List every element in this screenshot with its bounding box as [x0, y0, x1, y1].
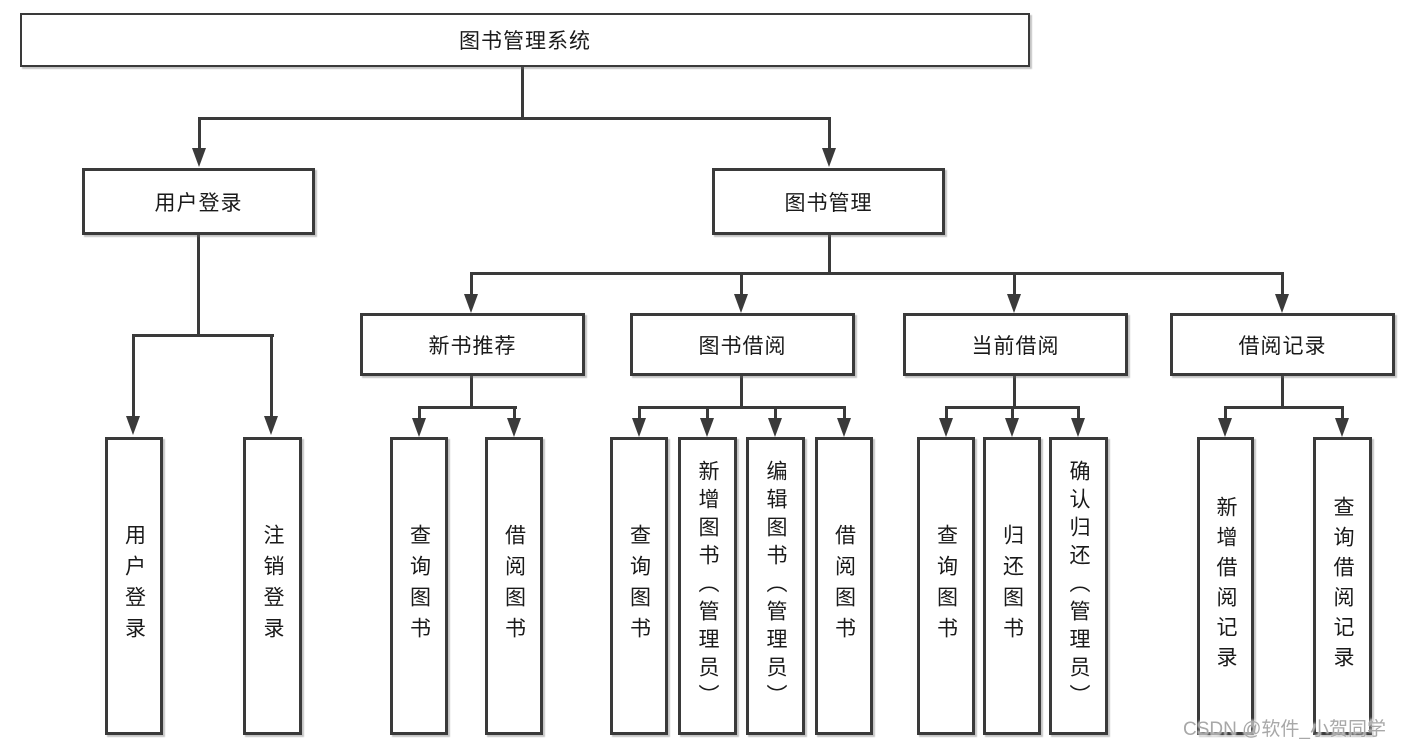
connector-line [1281, 374, 1284, 409]
leaf-add-book-admin: 新增图书（管理员） [678, 437, 737, 735]
leaf-current-query-books: 查询图书 [917, 437, 975, 735]
watermark-csdn: CSDN @软件_小贺同学 [1183, 719, 1386, 740]
arrow-shaft [774, 406, 777, 420]
arrow-down-icon [1007, 294, 1021, 313]
connector-line [418, 406, 517, 409]
node-borrowing-records-label: 借阅记录 [1238, 334, 1327, 358]
leaf-add-borrow-record: 新增借阅记录 [1197, 437, 1254, 735]
arrow-shaft [132, 334, 135, 418]
connector-line [132, 334, 274, 337]
arrow-down-icon [1005, 418, 1019, 437]
node-book-borrowing-label: 图书借阅 [698, 334, 787, 358]
arrow-shaft [945, 406, 948, 420]
connector-line [198, 117, 831, 120]
node-new-book-recommendation-label: 新书推荐 [428, 334, 517, 358]
node-library-management-system-label: 图书管理系统 [459, 30, 591, 53]
node-book-borrowing: 图书借阅 [630, 313, 855, 376]
arrow-down-icon [734, 294, 748, 313]
arrow-down-icon [412, 418, 426, 437]
arrow-shaft [513, 406, 516, 420]
connector-line [1013, 374, 1016, 409]
connector-line [740, 374, 743, 409]
arrow-shaft [638, 406, 641, 420]
leaf-recommend-query-books: 查询图书 [390, 437, 448, 735]
leaf-borrowing-borrow-books-label: 借阅图书 [832, 524, 856, 648]
arrow-down-icon [1218, 418, 1232, 437]
leaf-logout: 注销登录 [243, 437, 302, 735]
leaf-edit-book-admin: 编辑图书（管理员） [746, 437, 805, 735]
leaf-confirm-return-admin-label: 确认归还（管理员） [1067, 460, 1090, 712]
connector-line [470, 272, 1284, 275]
arrow-down-icon [126, 416, 140, 435]
leaf-recommend-borrow-books-label: 借阅图书 [502, 524, 526, 648]
leaf-add-book-admin-label: 新增图书（管理员） [696, 460, 719, 712]
arrow-shaft [270, 334, 273, 418]
leaf-return-books: 归还图书 [983, 437, 1041, 735]
arrow-shaft [1077, 406, 1080, 420]
leaf-borrowing-query-books-label: 查询图书 [627, 524, 651, 648]
arrow-shaft [198, 117, 201, 150]
leaf-confirm-return-admin: 确认归还（管理员） [1049, 437, 1108, 735]
arrow-shaft [1011, 406, 1014, 420]
leaf-recommend-borrow-books: 借阅图书 [485, 437, 543, 735]
node-library-management-system: 图书管理系统 [20, 13, 1030, 67]
arrow-down-icon [507, 418, 521, 437]
arrow-shaft [1281, 272, 1284, 296]
node-borrowing-records: 借阅记录 [1170, 313, 1395, 376]
connector-line [828, 233, 831, 275]
leaf-user-login-label: 用户登录 [122, 524, 146, 648]
leaf-add-borrow-record-label: 新增借阅记录 [1214, 496, 1237, 676]
arrow-shaft [828, 117, 831, 150]
leaf-borrowing-borrow-books: 借阅图书 [815, 437, 873, 735]
connector-line [1224, 406, 1344, 409]
leaf-user-login: 用户登录 [105, 437, 163, 735]
arrow-down-icon [632, 418, 646, 437]
leaf-edit-book-admin-label: 编辑图书（管理员） [764, 460, 787, 712]
arrow-down-icon [464, 294, 478, 313]
arrow-down-icon [768, 418, 782, 437]
node-book-management: 图书管理 [712, 168, 945, 235]
arrow-down-icon [1335, 418, 1349, 437]
arrow-down-icon [700, 418, 714, 437]
connector-line [197, 233, 200, 337]
connector-line [638, 406, 846, 409]
leaf-recommend-query-books-label: 查询图书 [407, 524, 431, 648]
leaf-query-borrow-record-label: 查询借阅记录 [1331, 496, 1354, 676]
arrow-down-icon [264, 416, 278, 435]
leaf-return-books-label: 归还图书 [1000, 524, 1024, 648]
arrow-shaft [706, 406, 709, 420]
arrow-down-icon [1071, 418, 1085, 437]
leaf-borrowing-query-books: 查询图书 [610, 437, 668, 735]
arrow-down-icon [837, 418, 851, 437]
node-user-login-label: 用户登录 [154, 191, 243, 215]
arrow-down-icon [1275, 294, 1289, 313]
leaf-query-borrow-record: 查询借阅记录 [1313, 437, 1372, 735]
node-current-borrowing: 当前借阅 [903, 313, 1128, 376]
arrow-shaft [740, 272, 743, 296]
arrow-shaft [1341, 406, 1344, 420]
node-user-login: 用户登录 [82, 168, 315, 235]
arrow-shaft [1013, 272, 1016, 296]
arrow-shaft [470, 272, 473, 296]
node-current-borrowing-label: 当前借阅 [971, 334, 1060, 358]
arrow-shaft [843, 406, 846, 420]
arrow-down-icon [822, 148, 836, 167]
arrow-down-icon [939, 418, 953, 437]
arrow-shaft [1224, 406, 1227, 420]
leaf-current-query-books-label: 查询图书 [934, 524, 958, 648]
leaf-logout-label: 注销登录 [261, 524, 284, 648]
node-new-book-recommendation: 新书推荐 [360, 313, 585, 376]
node-book-management-label: 图书管理 [784, 191, 873, 215]
connector-line [521, 65, 524, 120]
arrow-shaft [418, 406, 421, 420]
connector-line [470, 374, 473, 409]
arrow-down-icon [192, 148, 206, 167]
